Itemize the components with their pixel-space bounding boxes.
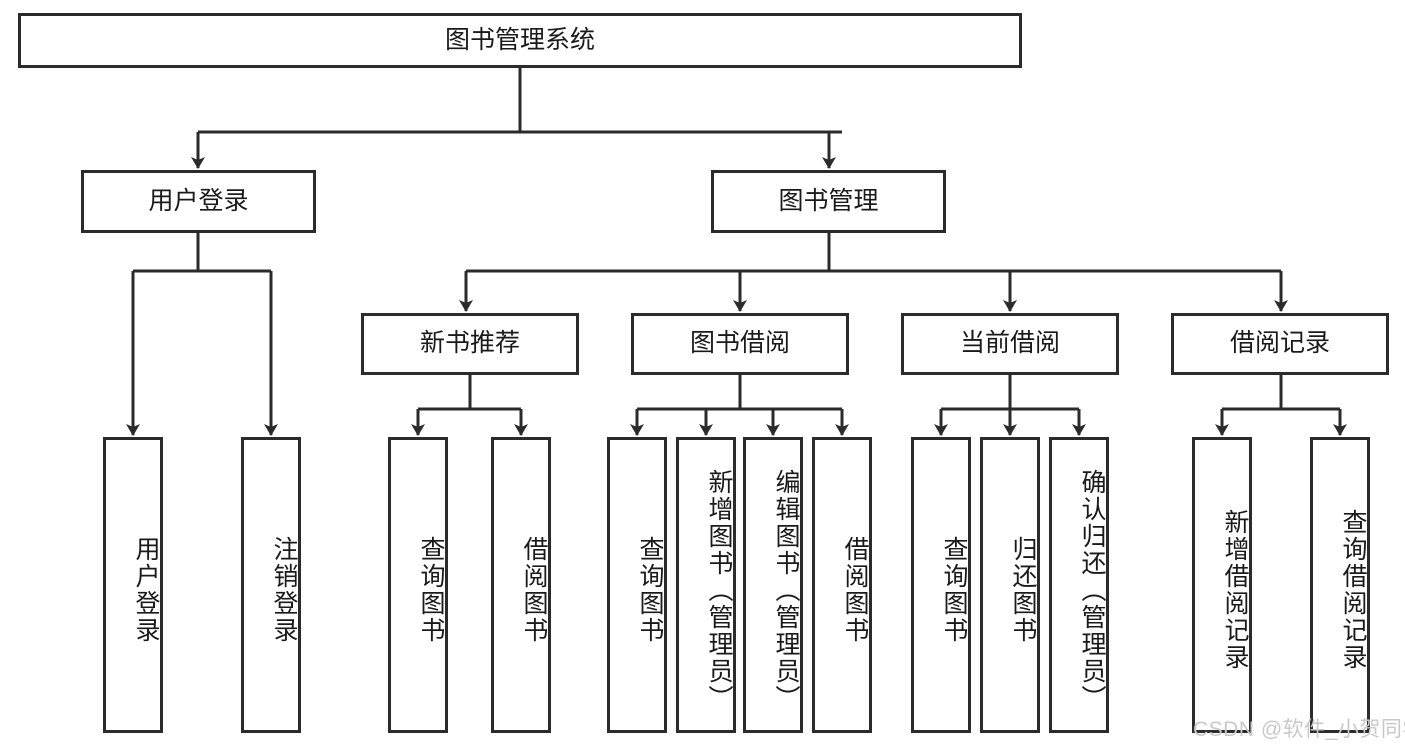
node-leaf-query-record[interactable]: 查询借阅记录 bbox=[1310, 437, 1370, 733]
node-leaf-logout-login[interactable]: 注销登录 bbox=[241, 437, 301, 733]
csdn-watermark: CSDN @软件_小贺同学 bbox=[1193, 718, 1405, 741]
node-leaf-edit-book-label: 编辑图书（管理员） bbox=[772, 468, 800, 712]
node-current-borrow-label: 当前借阅 bbox=[959, 329, 1060, 358]
node-user-login[interactable]: 用户登录 bbox=[81, 170, 316, 233]
node-leaf-query-record-label: 查询借阅记录 bbox=[1339, 509, 1367, 671]
node-leaf-add-book[interactable]: 新增图书（管理员） bbox=[676, 437, 736, 733]
node-leaf-borrow-book-a[interactable]: 借阅图书 bbox=[491, 437, 551, 733]
node-leaf-query-book-b[interactable]: 查询图书 bbox=[607, 437, 667, 733]
node-leaf-query-book-c-label: 查询图书 bbox=[940, 536, 968, 644]
node-book-manage-label: 图书管理 bbox=[778, 186, 879, 215]
node-borrow-record[interactable]: 借阅记录 bbox=[1171, 313, 1389, 375]
node-leaf-add-record-label: 新增借阅记录 bbox=[1221, 509, 1249, 671]
node-new-book-recommend-label: 新书推荐 bbox=[419, 329, 520, 358]
node-leaf-confirm-return[interactable]: 确认归还（管理员） bbox=[1049, 437, 1109, 733]
node-leaf-borrow-book-a-label: 借阅图书 bbox=[520, 536, 548, 644]
node-leaf-borrow-book-b-label: 借阅图书 bbox=[841, 536, 869, 644]
node-root[interactable]: 图书管理系统 bbox=[18, 13, 1022, 68]
node-leaf-return-book-label: 归还图书 bbox=[1009, 536, 1037, 644]
node-leaf-confirm-return-label: 确认归还（管理员） bbox=[1078, 468, 1106, 712]
node-leaf-return-book[interactable]: 归还图书 bbox=[980, 437, 1040, 733]
node-leaf-query-book-c[interactable]: 查询图书 bbox=[911, 437, 971, 733]
node-leaf-query-book-b-label: 查询图书 bbox=[636, 536, 664, 644]
node-leaf-add-book-label: 新增图书（管理员） bbox=[705, 468, 733, 712]
node-leaf-query-book-a[interactable]: 查询图书 bbox=[388, 437, 448, 733]
node-leaf-query-book-a-label: 查询图书 bbox=[417, 536, 445, 644]
node-book-borrow[interactable]: 图书借阅 bbox=[631, 313, 849, 375]
node-current-borrow[interactable]: 当前借阅 bbox=[901, 313, 1119, 375]
node-borrow-record-label: 借阅记录 bbox=[1229, 329, 1330, 358]
node-leaf-user-login[interactable]: 用户登录 bbox=[103, 437, 163, 733]
node-root-label: 图书管理系统 bbox=[444, 25, 595, 54]
node-new-book-recommend[interactable]: 新书推荐 bbox=[361, 313, 579, 375]
node-leaf-edit-book[interactable]: 编辑图书（管理员） bbox=[743, 437, 803, 733]
node-book-borrow-label: 图书借阅 bbox=[689, 329, 790, 358]
node-user-login-label: 用户登录 bbox=[148, 186, 249, 215]
node-leaf-logout-login-label: 注销登录 bbox=[270, 536, 298, 644]
node-leaf-add-record[interactable]: 新增借阅记录 bbox=[1192, 437, 1252, 733]
node-leaf-borrow-book-b[interactable]: 借阅图书 bbox=[812, 437, 872, 733]
node-leaf-user-login-label: 用户登录 bbox=[132, 536, 160, 644]
node-book-manage[interactable]: 图书管理 bbox=[711, 170, 946, 233]
